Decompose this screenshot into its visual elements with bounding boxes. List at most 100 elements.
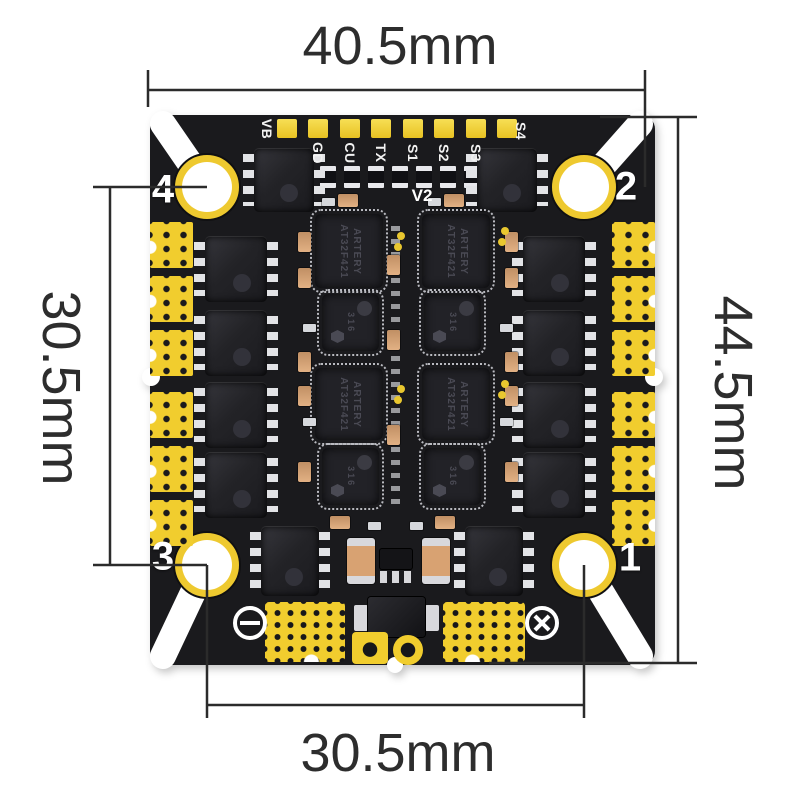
center-pad-strip bbox=[391, 226, 400, 510]
capacitor bbox=[505, 268, 518, 288]
capacitor bbox=[330, 516, 350, 529]
resistor bbox=[500, 324, 513, 332]
resistor bbox=[368, 522, 381, 530]
capacitor bbox=[298, 232, 311, 252]
motor-pad bbox=[150, 276, 193, 322]
mosfet-leads bbox=[194, 458, 207, 512]
mosfet-leads bbox=[317, 532, 330, 590]
corner-number-1: 1 bbox=[618, 535, 642, 580]
capacitor bbox=[338, 194, 358, 207]
mosfet-die-mark bbox=[233, 490, 251, 508]
resistor-array bbox=[416, 166, 432, 188]
mosfet-die-mark bbox=[233, 420, 251, 438]
mosfet-body bbox=[205, 236, 267, 302]
signal-pad bbox=[497, 119, 517, 138]
battery-pad-positive bbox=[443, 602, 525, 662]
mosfet-body bbox=[523, 382, 585, 448]
resistor-array bbox=[368, 166, 384, 188]
test-point bbox=[397, 232, 405, 240]
gate-driver-chip: 316 bbox=[419, 443, 486, 510]
minus-polarity-icon bbox=[233, 606, 267, 640]
capacitor bbox=[298, 268, 311, 288]
dimension-label-bottom: 30.5mm bbox=[300, 723, 496, 783]
driver-logo-icon bbox=[433, 330, 446, 343]
driver-die-mark bbox=[459, 301, 474, 316]
capacitor bbox=[298, 386, 311, 406]
mosfet-die-mark bbox=[551, 420, 569, 438]
capacitor bbox=[505, 386, 518, 406]
capacitor bbox=[435, 516, 455, 529]
minus-bar bbox=[240, 621, 260, 625]
mosfet-leads bbox=[454, 532, 467, 590]
capacitor bbox=[387, 425, 400, 445]
resistor-array bbox=[344, 166, 360, 188]
dimension-line-left bbox=[93, 185, 207, 567]
mosfet-body bbox=[205, 452, 267, 518]
capacitor bbox=[387, 255, 400, 275]
motor-pad bbox=[612, 276, 655, 322]
mosfet-leads bbox=[194, 242, 207, 296]
mosfet-body bbox=[465, 526, 523, 596]
mosfet-body bbox=[254, 148, 314, 212]
corner-number-2: 2 bbox=[614, 164, 638, 209]
signal-pad bbox=[340, 119, 360, 138]
resistor bbox=[500, 418, 513, 426]
mosfet-die-mark bbox=[280, 184, 298, 202]
mosfet-leads bbox=[265, 458, 278, 512]
bulk-capacitor bbox=[422, 538, 450, 584]
resistor bbox=[303, 418, 316, 426]
driver-logo-icon bbox=[331, 484, 344, 497]
mosfet-die-mark bbox=[489, 568, 507, 586]
resistor-array bbox=[440, 166, 456, 188]
mosfet-chip bbox=[466, 148, 548, 212]
mosfet-chip bbox=[454, 526, 534, 596]
mosfet-body bbox=[205, 382, 267, 448]
mosfet-die-mark bbox=[551, 490, 569, 508]
mosfet-leads bbox=[583, 388, 596, 442]
signal-pad bbox=[466, 119, 486, 138]
gate-driver-chip: 316 bbox=[419, 289, 486, 356]
capacitor bbox=[505, 232, 518, 252]
mosfet-leads bbox=[583, 242, 596, 296]
resistor bbox=[322, 198, 335, 206]
mosfet-chip bbox=[194, 452, 278, 518]
motor-pad bbox=[150, 500, 193, 546]
capacitor bbox=[298, 352, 311, 372]
mosfet-leads bbox=[265, 316, 278, 370]
mosfet-die-mark bbox=[233, 348, 251, 366]
dimension-label-left: 30.5mm bbox=[31, 290, 91, 486]
corner-number-3: 3 bbox=[151, 534, 175, 579]
dimension-line-right bbox=[489, 115, 697, 665]
signal-pad bbox=[403, 119, 423, 138]
driver-die-mark bbox=[357, 455, 372, 470]
diode-pad bbox=[354, 605, 368, 631]
mosfet-leads bbox=[466, 154, 479, 206]
regulator-chip bbox=[380, 549, 412, 569]
mosfet-leads bbox=[265, 388, 278, 442]
driver-die-mark bbox=[459, 455, 474, 470]
test-point bbox=[498, 238, 506, 246]
motor-pad bbox=[612, 392, 655, 438]
battery-pad-negative bbox=[265, 602, 345, 662]
resistor bbox=[303, 324, 316, 332]
mosfet-chip bbox=[250, 526, 330, 596]
power-diode bbox=[368, 597, 425, 637]
mosfet-leads bbox=[194, 388, 207, 442]
test-point bbox=[498, 391, 506, 399]
capacitor-wire-pad bbox=[393, 635, 423, 665]
signal-pad bbox=[308, 119, 328, 138]
mosfet-body bbox=[205, 310, 267, 376]
mosfet-body bbox=[523, 452, 585, 518]
mosfet-chip bbox=[194, 310, 278, 376]
mosfet-leads bbox=[250, 532, 263, 590]
mosfet-body bbox=[477, 148, 537, 212]
motor-pad bbox=[150, 446, 193, 492]
motor-pad bbox=[612, 500, 655, 546]
